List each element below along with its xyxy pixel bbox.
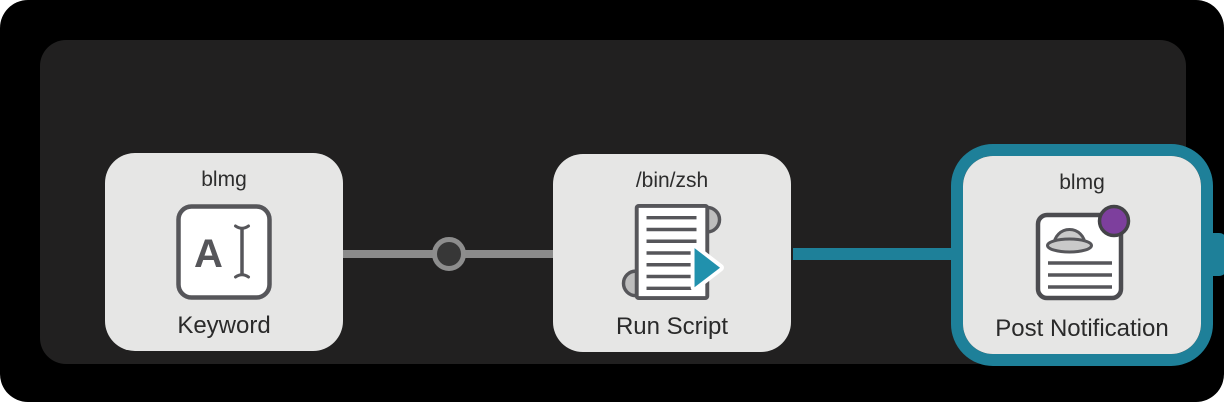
text-cursor-bottom	[234, 273, 250, 279]
script-text-lines	[646, 216, 697, 290]
node-label: Keyword	[177, 312, 271, 339]
play-triangle	[694, 248, 721, 288]
node-post-notification[interactable]: blmg	[963, 156, 1201, 354]
node-label: Post Notification	[995, 315, 1169, 342]
connection-midpoint-handle[interactable]	[432, 237, 466, 271]
notification-icon-svg	[1035, 204, 1131, 301]
node-run-script[interactable]: /bin/zsh	[553, 154, 791, 352]
node-title: /bin/zsh	[635, 169, 709, 192]
keyword-text-cursor-icon: A	[176, 192, 272, 312]
node-title: blmg	[1059, 171, 1105, 194]
connection-line-runscript-to-notification[interactable]	[793, 248, 964, 260]
notification-text-lines	[1048, 261, 1112, 289]
keyword-icon-svg: A	[176, 204, 272, 300]
script-icon-svg	[621, 203, 724, 301]
bowler-hat-brim	[1046, 237, 1093, 254]
workflow-canvas[interactable]: blmg A Keyword /bin/zsh	[40, 40, 1224, 366]
letter-a-glyph: A	[194, 232, 223, 276]
notification-badge	[1097, 204, 1131, 238]
node-keyword[interactable]: blmg A Keyword	[105, 153, 343, 351]
run-script-scroll-icon	[621, 193, 724, 313]
post-notification-card-icon	[1032, 195, 1132, 315]
icon-frame	[176, 204, 272, 300]
text-cursor-top	[234, 224, 250, 230]
node-title: blmg	[201, 168, 247, 191]
selection-ring: blmg	[951, 144, 1213, 366]
node-label: Run Script	[615, 313, 729, 340]
